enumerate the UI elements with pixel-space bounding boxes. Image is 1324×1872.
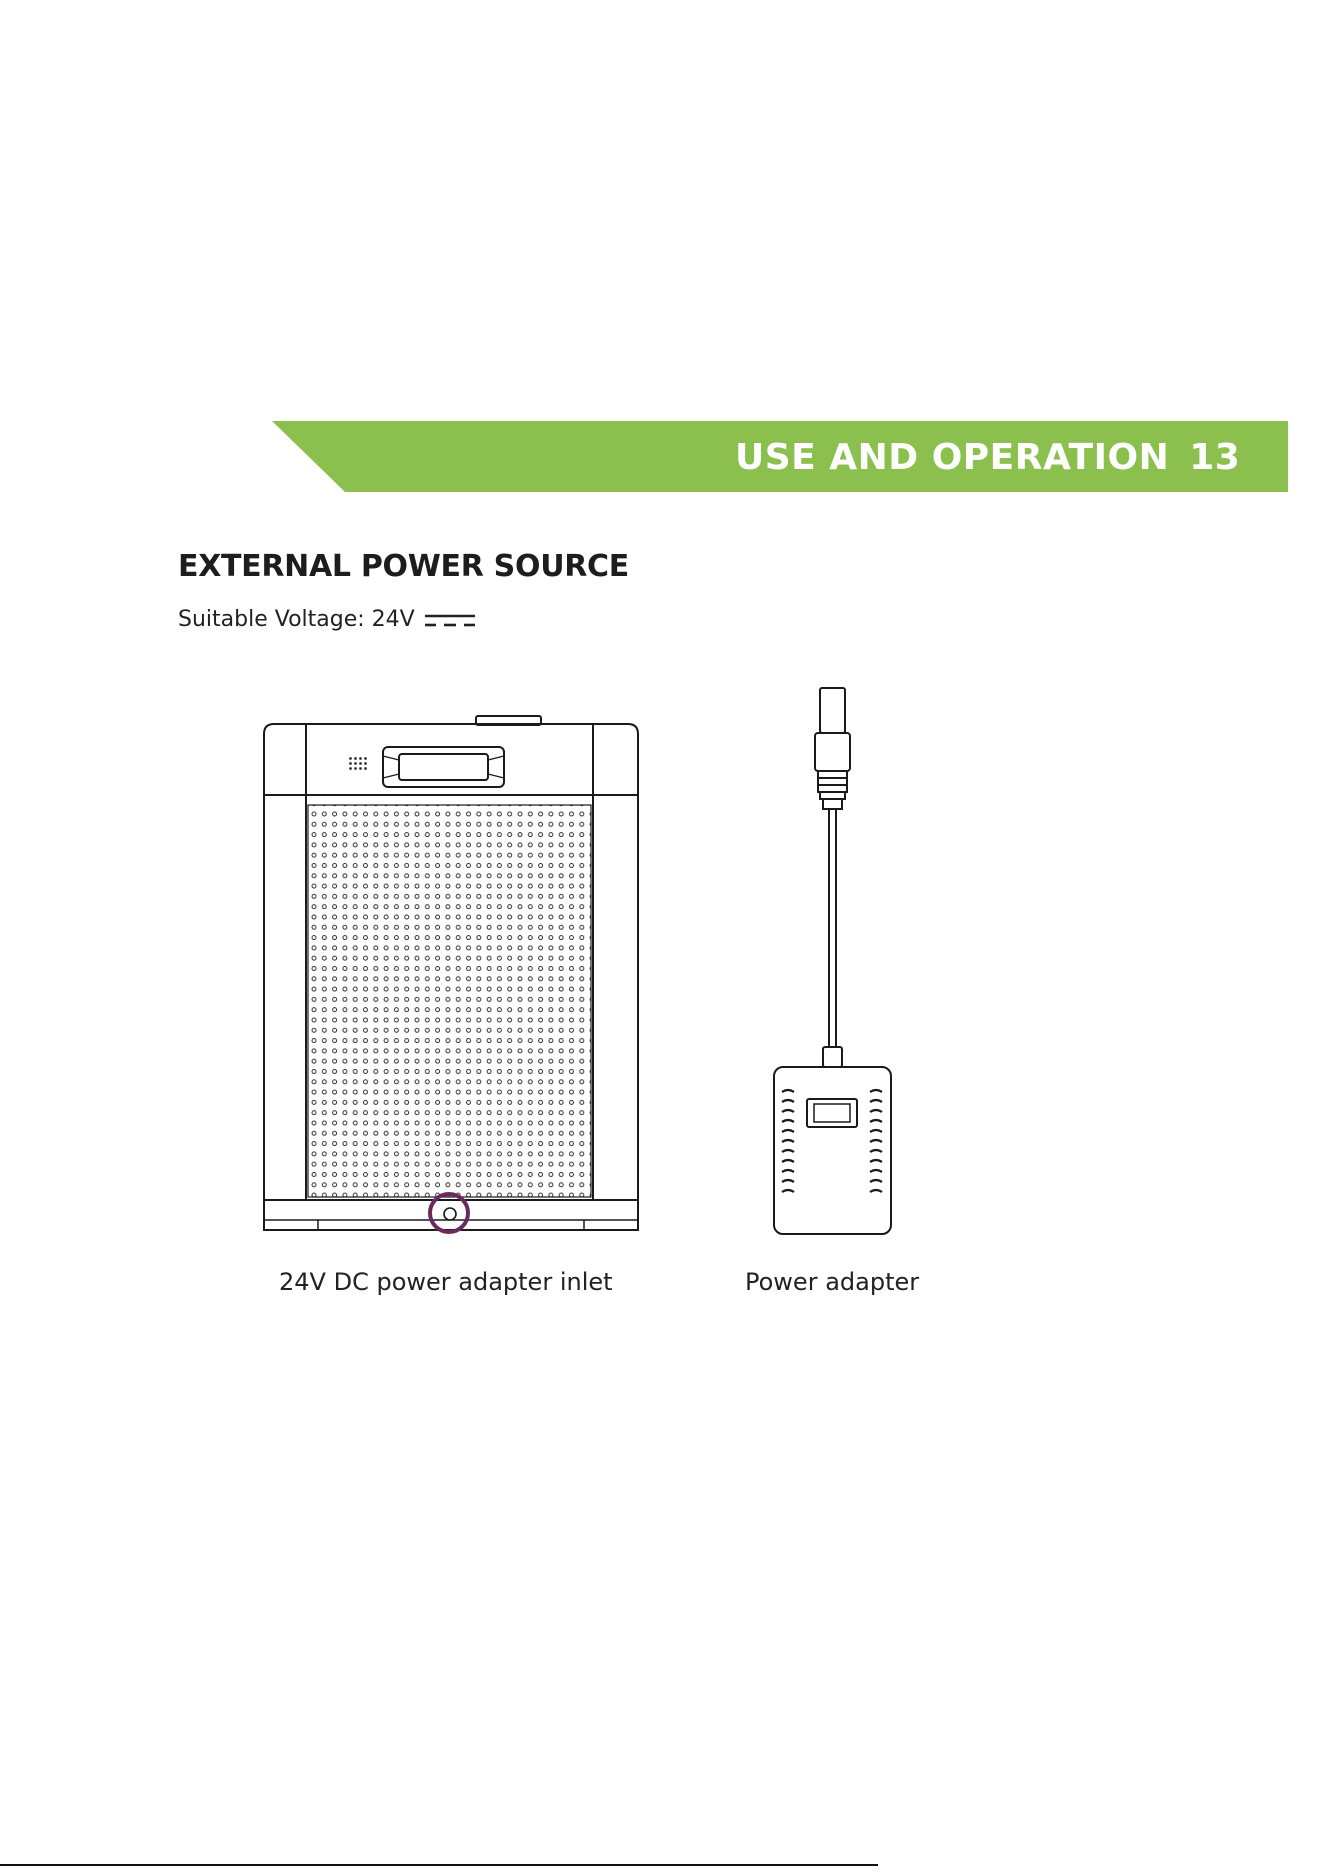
power-adapter-illustration: [774, 688, 891, 1234]
air-purifier-unit-illustration: [264, 716, 638, 1230]
unit-display-inner: [399, 754, 488, 780]
power-inlet-port: [444, 1208, 456, 1220]
adapter-plug-body: [815, 733, 850, 771]
unit-front-panel: [308, 805, 591, 1197]
adapter-left-ridges: [782, 1090, 794, 1192]
adapter-caption: Power adapter: [745, 1268, 919, 1296]
footer-rule: [0, 1864, 878, 1866]
unit-caption: 24V DC power adapter inlet: [279, 1268, 613, 1296]
adapter-right-ridges: [870, 1090, 882, 1192]
unit-speaker-grille: [348, 756, 368, 771]
adapter-plug-tip: [820, 688, 845, 733]
